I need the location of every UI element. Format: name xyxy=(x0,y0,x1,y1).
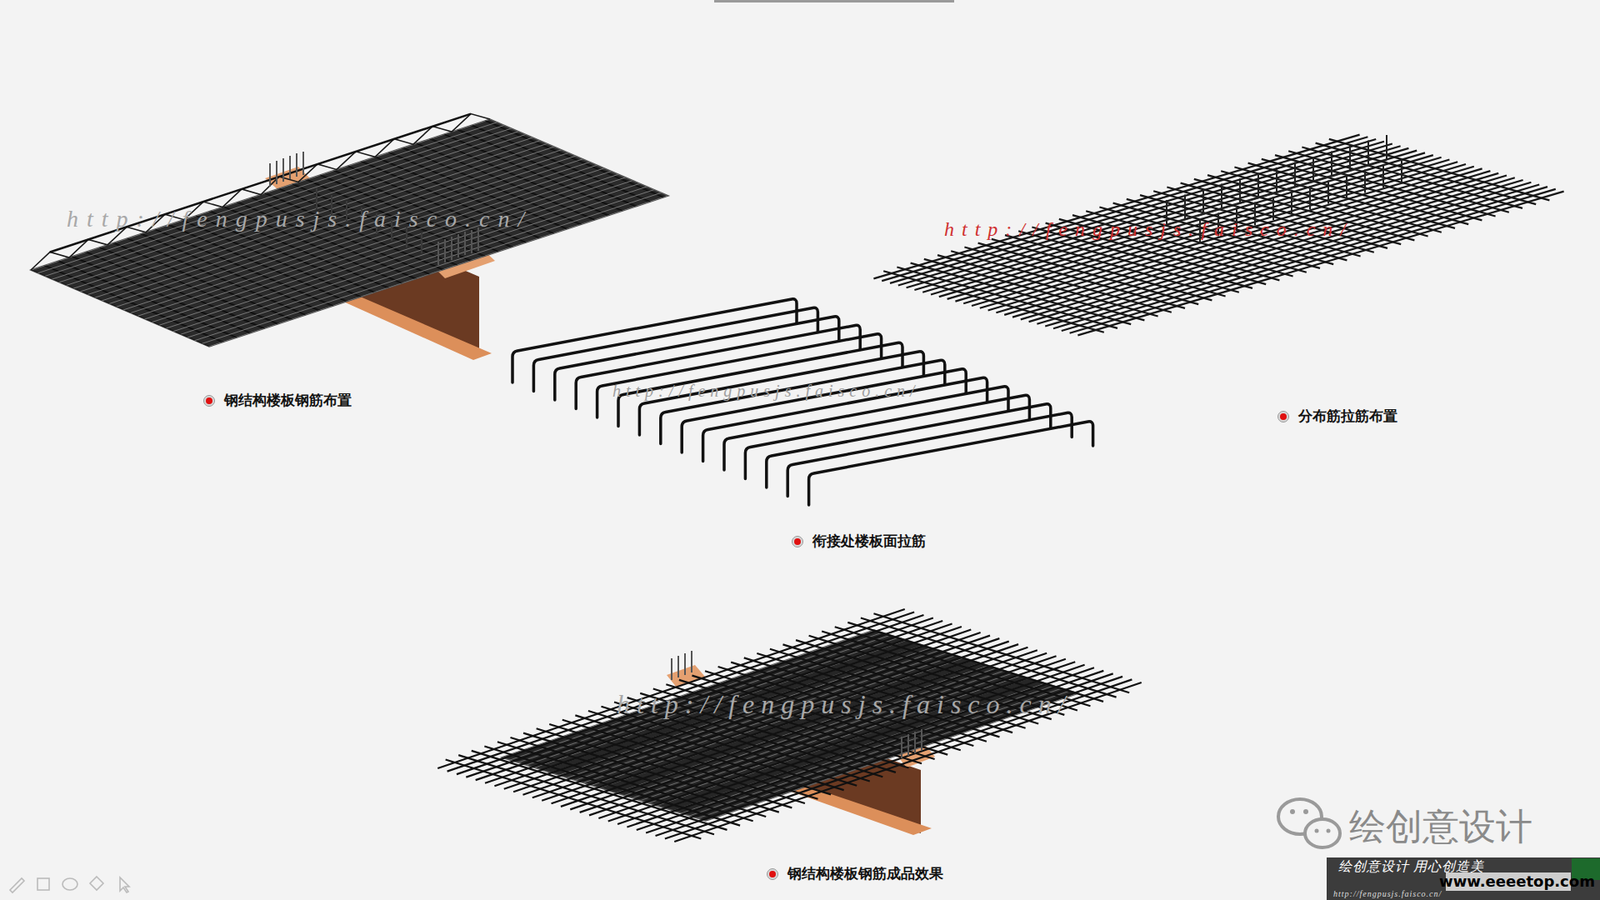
illustration-part xyxy=(37,878,50,890)
illustration-part xyxy=(767,869,779,880)
stamp-url: http://fengpusjs.faisco.cn/ xyxy=(1333,889,1442,900)
wechat-icon xyxy=(1278,799,1340,848)
figure-caption: 分布筋拉筋布置 xyxy=(1298,408,1398,425)
brand-name: 绘创意设计 xyxy=(1349,805,1533,849)
illustration-part xyxy=(1305,819,1340,848)
illustration-part xyxy=(1280,413,1287,420)
illustration-part xyxy=(1326,857,1600,900)
illustration-part xyxy=(30,119,669,347)
figure-caption: 钢结构楼板钢筋布置 xyxy=(224,392,352,410)
figure-caption: 钢结构楼板钢筋成品效果 xyxy=(787,865,944,883)
illustration-part xyxy=(809,421,1094,505)
figure-finished xyxy=(428,605,1151,845)
truss-zigzag xyxy=(30,114,490,270)
illustration-part xyxy=(1303,809,1309,815)
floor-deck xyxy=(5,110,694,356)
illustration-part xyxy=(205,397,213,405)
bent-tie-bars xyxy=(512,299,1094,505)
illustration-part xyxy=(865,132,1573,338)
illustration-part xyxy=(10,878,25,893)
rebar-mesh xyxy=(428,605,1151,845)
illustration-part xyxy=(1278,411,1290,423)
toolbar-icons xyxy=(10,876,130,893)
illustration-part xyxy=(90,876,104,890)
illustration-part xyxy=(1315,829,1320,834)
watermark: http://fengpusjs.faisco.cn/ xyxy=(66,205,533,233)
illustration-part xyxy=(1326,829,1331,834)
watermark: http://fengpusjs.faisco.cn/ xyxy=(612,381,920,401)
illustration-part xyxy=(794,538,801,545)
watermark: http://fengpusjs.faisco.cn/ xyxy=(944,218,1354,242)
illustration-part xyxy=(1290,809,1295,815)
illustration-part xyxy=(204,395,215,407)
illustration-part xyxy=(787,412,1072,496)
illustration-part xyxy=(30,119,669,347)
illustration-part xyxy=(62,878,78,890)
illustration-part xyxy=(873,135,1564,336)
figure-deck-on-beam xyxy=(5,110,694,360)
illustration-part xyxy=(120,877,130,893)
figure-caption: 衔接处楼板面拉筋 xyxy=(812,533,926,550)
caption-bullets xyxy=(204,395,1290,880)
stamp-website: www.eeeetop.com xyxy=(1439,873,1595,891)
top-tab xyxy=(714,0,955,3)
illustration-part xyxy=(437,609,1142,842)
stamp-slogan: 绘创意设计 用心创造美 xyxy=(1338,859,1485,875)
distribution-mesh xyxy=(865,132,1573,338)
illustration-part xyxy=(769,870,776,878)
watermark: http://fengpusjs.faisco.cn/ xyxy=(616,689,1073,720)
illustration-part xyxy=(792,536,804,548)
stamp-bar xyxy=(1326,857,1600,900)
